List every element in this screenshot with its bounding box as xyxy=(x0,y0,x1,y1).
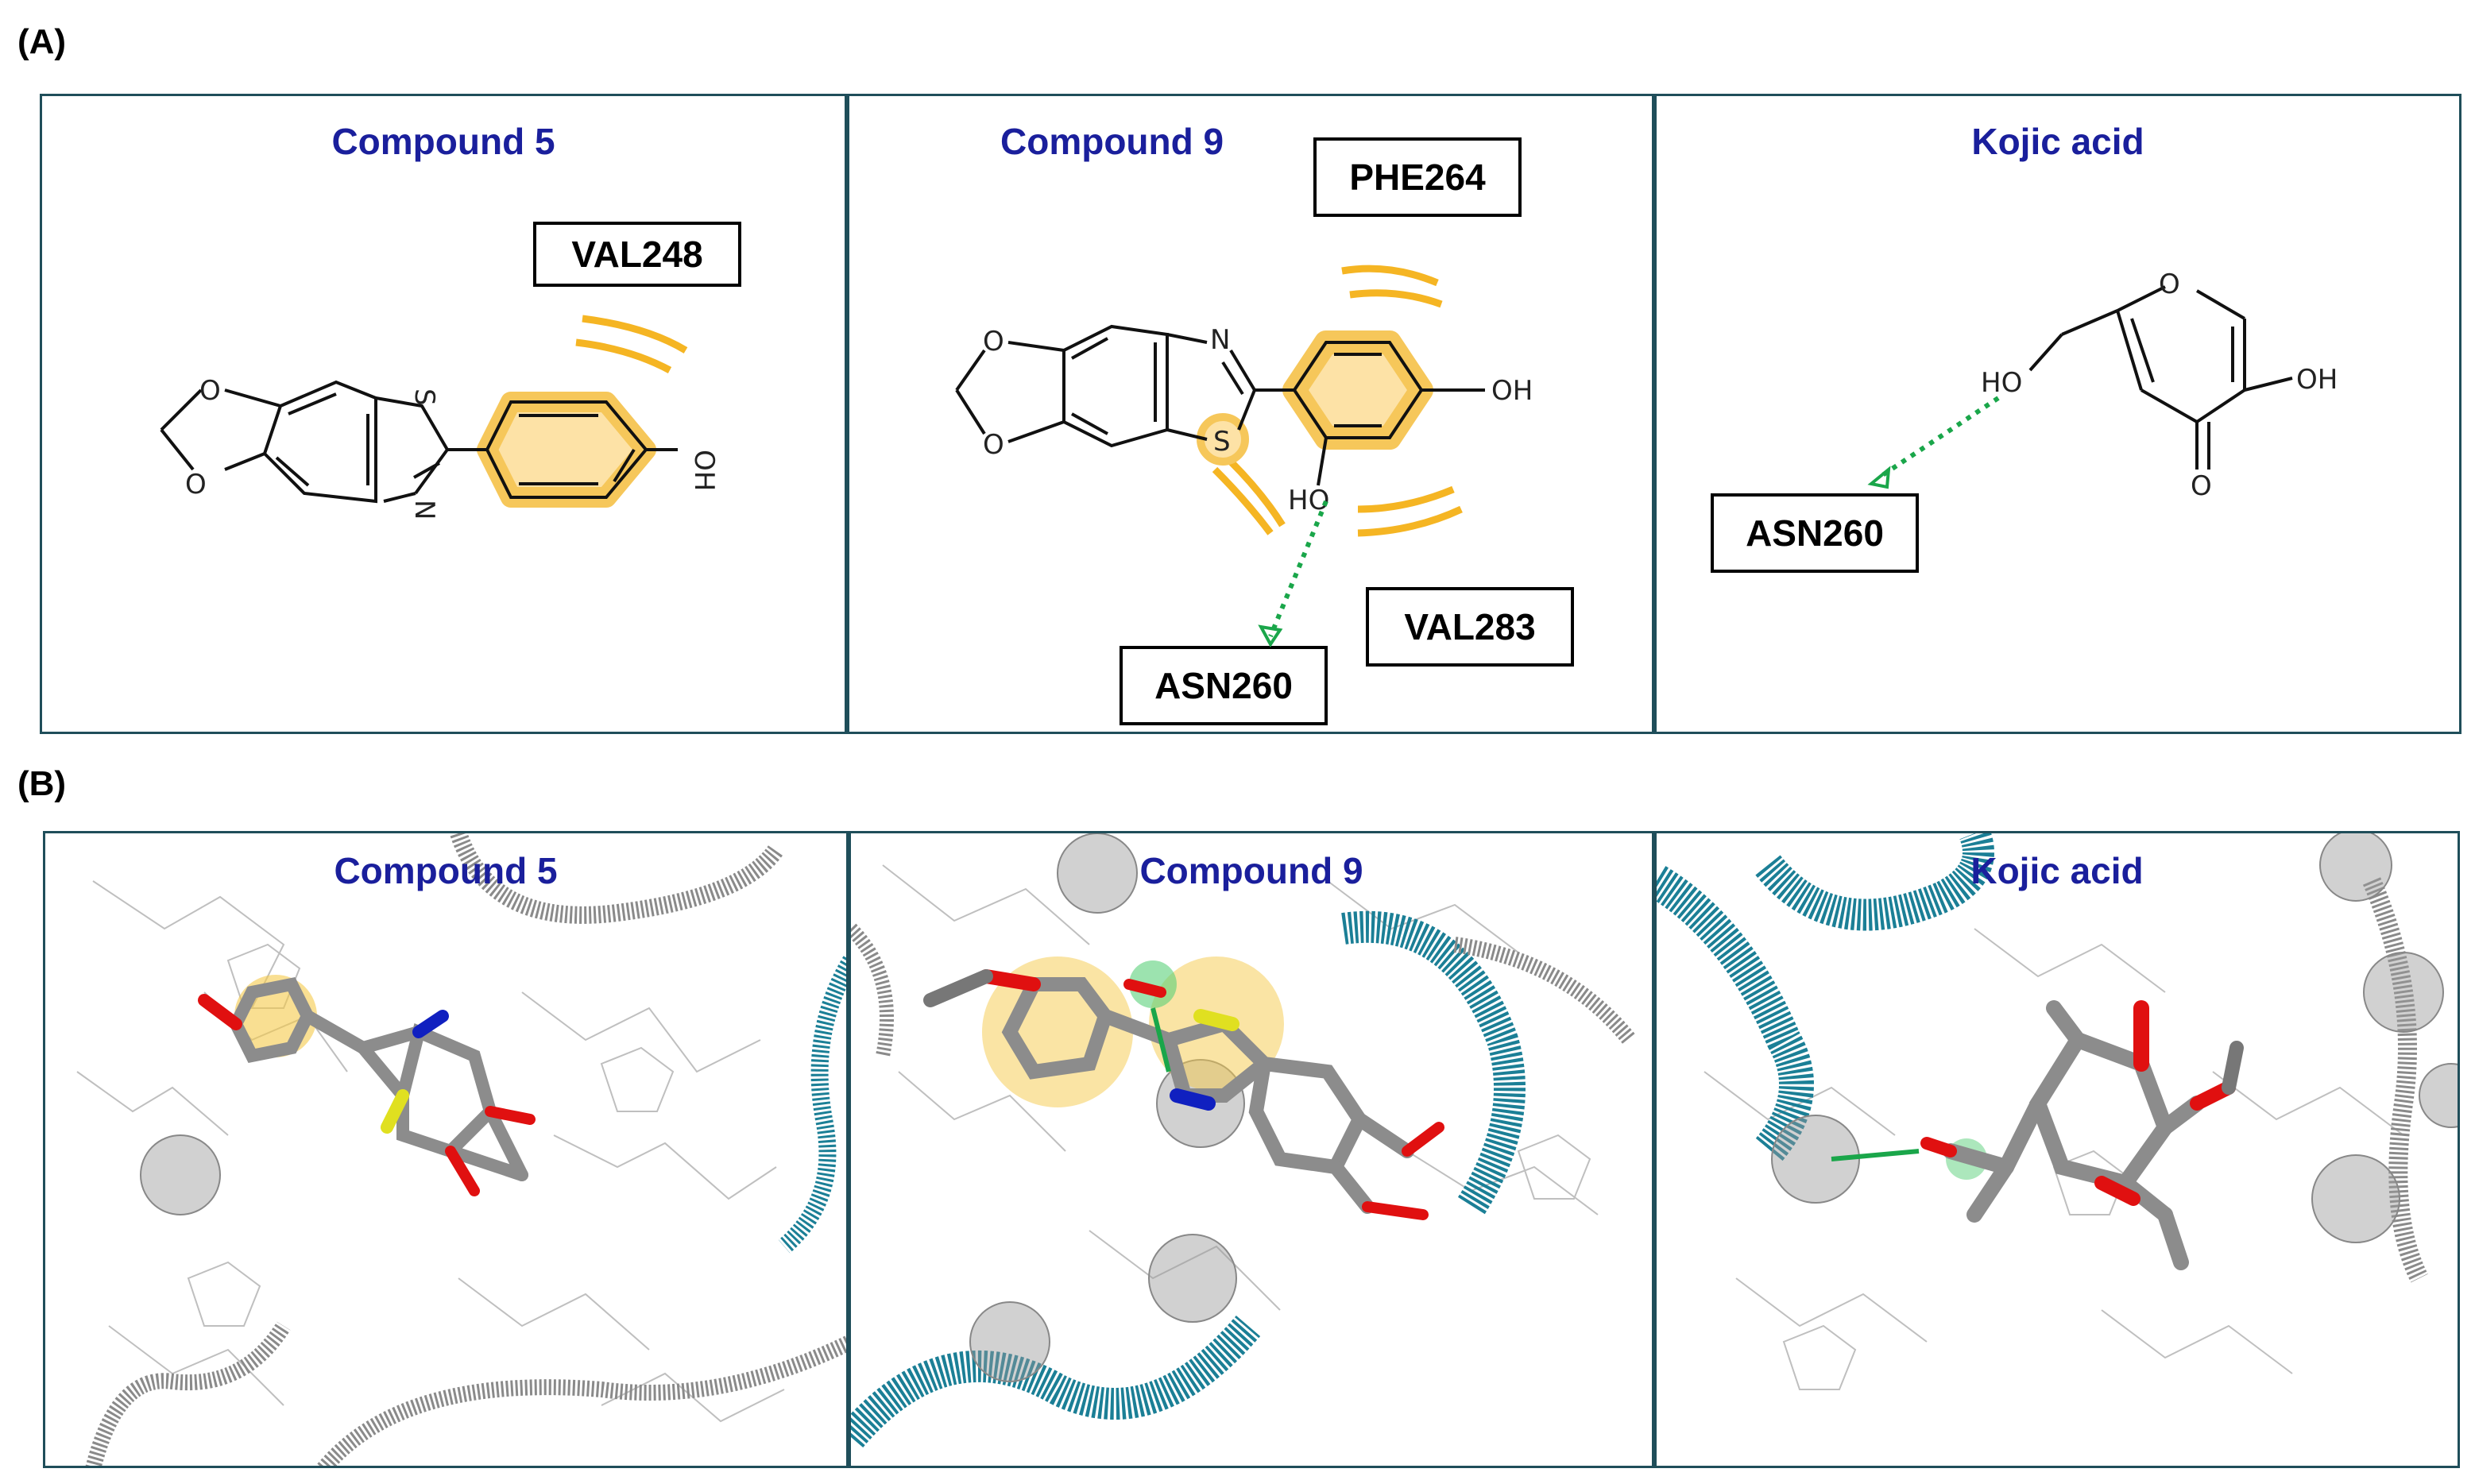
residue-box-val283: VAL283 xyxy=(1366,587,1574,667)
residue-box-asn260: ASN260 xyxy=(1120,646,1328,725)
svg-text:S: S xyxy=(1213,426,1231,458)
section-a-label: (A) xyxy=(17,22,67,61)
residue-box-phe264: PHE264 xyxy=(1313,137,1522,217)
panel-a-compound-9: Compound 9 PHE264 VAL283 ASN260 OH HO N … xyxy=(847,94,1654,734)
section-b-label: (B) xyxy=(17,764,67,803)
svg-text:O: O xyxy=(983,429,1004,461)
panel-title: Kojic acid xyxy=(1970,850,2144,891)
panel-a-kojic-acid: Kojic acid ASN260 O O OH HO xyxy=(1654,94,2461,734)
svg-text:O: O xyxy=(2159,269,2180,300)
compound-5-2d-structure: OH S N O O xyxy=(160,315,720,520)
panel-title: Compound 9 xyxy=(1000,121,1224,162)
svg-text:HO: HO xyxy=(1981,367,2022,399)
residue-box-asn260: ASN260 xyxy=(1711,493,1919,573)
svg-text:OH: OH xyxy=(1491,375,1533,407)
panel-b-compound-9: Compound 9 xyxy=(849,831,1654,1468)
panel-title: Compound 9 xyxy=(1139,850,1363,891)
svg-text:O: O xyxy=(983,326,1004,357)
panel-title: Compound 5 xyxy=(334,850,558,891)
residue-box-val248: VAL248 xyxy=(533,222,741,287)
svg-text:N: N xyxy=(1210,324,1230,356)
svg-text:S: S xyxy=(408,388,440,406)
panel-b-compound-5: Compound 5 xyxy=(43,831,849,1468)
svg-text:O: O xyxy=(199,375,221,407)
compound-9-2d-structure: OH HO N S O O xyxy=(955,265,1533,647)
svg-text:OH: OH xyxy=(2296,364,2338,396)
svg-text:OH: OH xyxy=(688,450,720,491)
svg-text:O: O xyxy=(185,469,207,500)
svg-text:O: O xyxy=(2191,470,2212,502)
svg-text:HO: HO xyxy=(1288,485,1329,516)
panel-b-kojic-acid: Kojic acid xyxy=(1654,831,2460,1468)
panel-title: Kojic acid xyxy=(1971,121,2144,162)
compound-5-3d-view xyxy=(76,833,846,1466)
panel-a-compound-5: Compound 5 VAL248 OH S N O O xyxy=(40,94,847,734)
svg-text:N: N xyxy=(408,500,440,520)
compound-9-3d-view xyxy=(851,833,1636,1448)
kojic-acid-3d-view xyxy=(1657,833,2458,1390)
kojic-acid-2d-structure: O O OH HO xyxy=(1867,269,2338,502)
panel-title: Compound 5 xyxy=(331,121,555,162)
